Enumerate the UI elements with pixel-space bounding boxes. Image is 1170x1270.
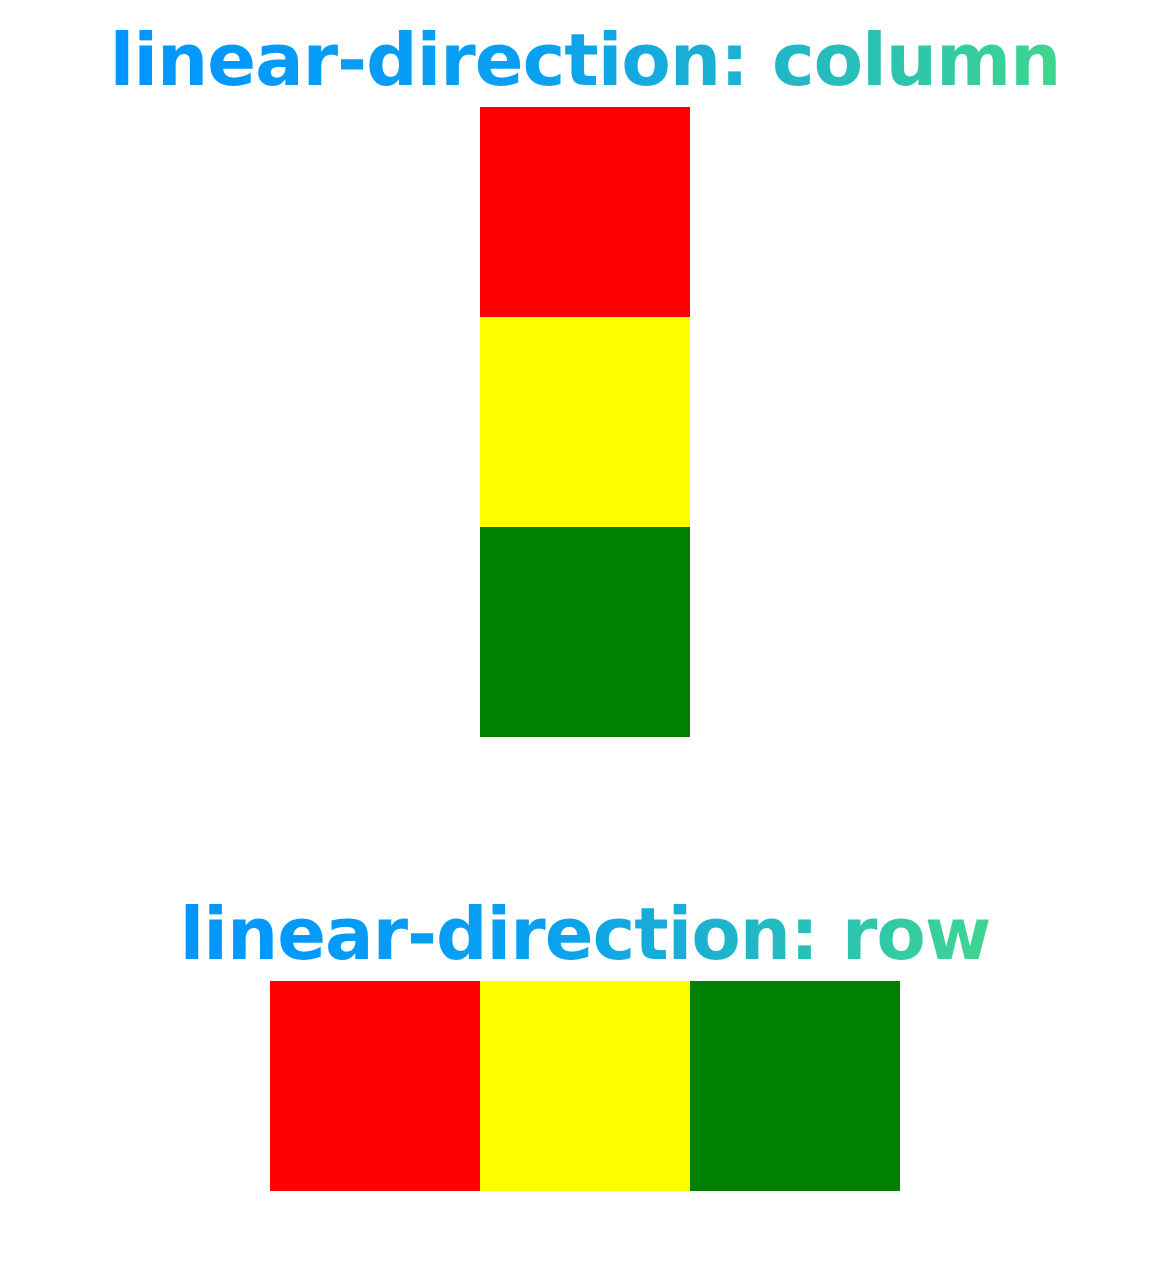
column-box-green (480, 527, 690, 737)
row-section-title-text: linear-direction: row (179, 892, 992, 976)
column-section-title: linear-direction: column (0, 20, 1170, 100)
column-box-yellow (480, 317, 690, 527)
column-layout-container (480, 107, 690, 737)
row-box-green (690, 981, 900, 1191)
row-layout-container (270, 981, 900, 1191)
column-section-title-text: linear-direction: column (109, 18, 1062, 102)
column-box-red (480, 107, 690, 317)
row-box-yellow (480, 981, 690, 1191)
row-section-title: linear-direction: row (0, 894, 1170, 974)
row-box-red (270, 981, 480, 1191)
